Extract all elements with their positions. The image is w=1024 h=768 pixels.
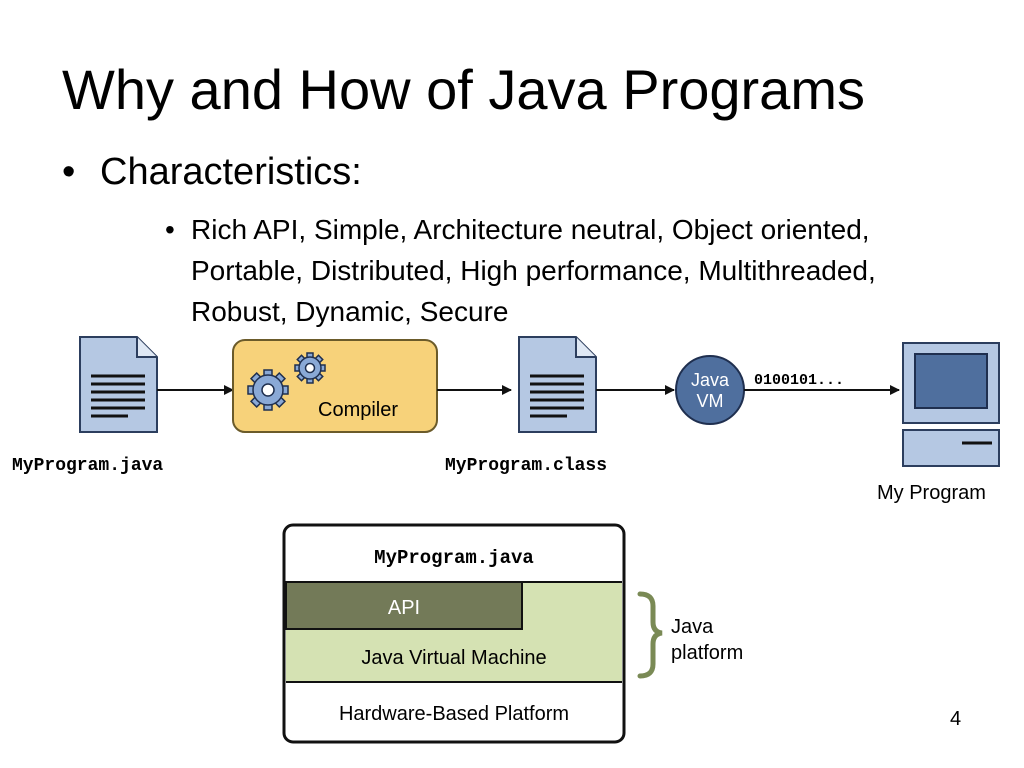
class-file-label: MyProgram.class (445, 456, 607, 476)
characteristics-list-text: Rich API, Simple, Architecture neutral, … (191, 214, 876, 327)
bytecode-label: 0100101... (754, 372, 844, 389)
slide-title: Why and How of Java Programs (62, 58, 865, 121)
bullet-characteristics-list: • Rich API, Simple, Architecture neutral… (165, 209, 965, 332)
java-platform-label-line2: platform (671, 642, 743, 664)
compiler-box: Compiler (232, 339, 438, 433)
sub-bullet-dot: • (165, 214, 175, 245)
bullet-characteristics: • Characteristics: (62, 150, 362, 196)
java-vm-label-line1: Java (691, 370, 730, 390)
java-platform-label-line1: Java (671, 616, 714, 638)
source-file-icon (79, 336, 158, 433)
page-number: 4 (950, 708, 962, 730)
java-vm-circle: Java VM (675, 355, 745, 425)
source-file-label: MyProgram.java (12, 456, 163, 476)
gears-icon (247, 352, 326, 411)
bullet-characteristics-text: Characteristics: (100, 151, 362, 193)
platform-stack: MyProgram.java API Java Virtual Machine … (282, 523, 626, 744)
java-platform-brace (637, 591, 663, 679)
compiler-label: Compiler (318, 399, 398, 421)
api-layer-label: API (388, 597, 420, 619)
api-layer (285, 581, 523, 630)
stack-top-layer-label: MyProgram.java (374, 547, 534, 569)
class-file-icon (518, 336, 597, 433)
java-vm-label-line2: VM (697, 391, 724, 411)
hardware-layer-label: Hardware-Based Platform (339, 703, 569, 725)
jvm-layer-label: Java Virtual Machine (361, 647, 546, 669)
computer-label: My Program (877, 482, 986, 504)
computer-icon (902, 342, 1000, 467)
bullet-dot: • (62, 151, 76, 193)
